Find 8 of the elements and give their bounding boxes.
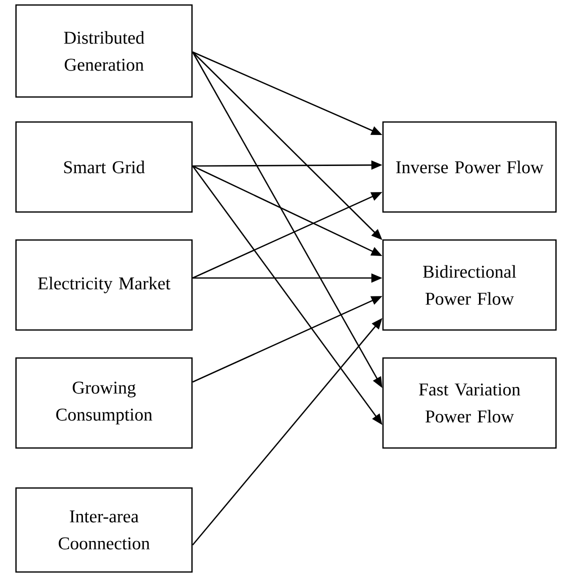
process-box: Bidirectional Power Flow: [382, 239, 557, 331]
process-box: Inverse Power Flow: [382, 121, 557, 213]
process-box: Inter-area Coonnection: [15, 487, 193, 573]
process-box: Electricity Market: [15, 239, 193, 331]
process-box: Growing Consumption: [15, 357, 193, 449]
process-box: Smart Grid: [15, 121, 193, 213]
process-box: Fast Variation Power Flow: [382, 357, 557, 449]
process-box: Distributed Generation: [15, 4, 193, 98]
